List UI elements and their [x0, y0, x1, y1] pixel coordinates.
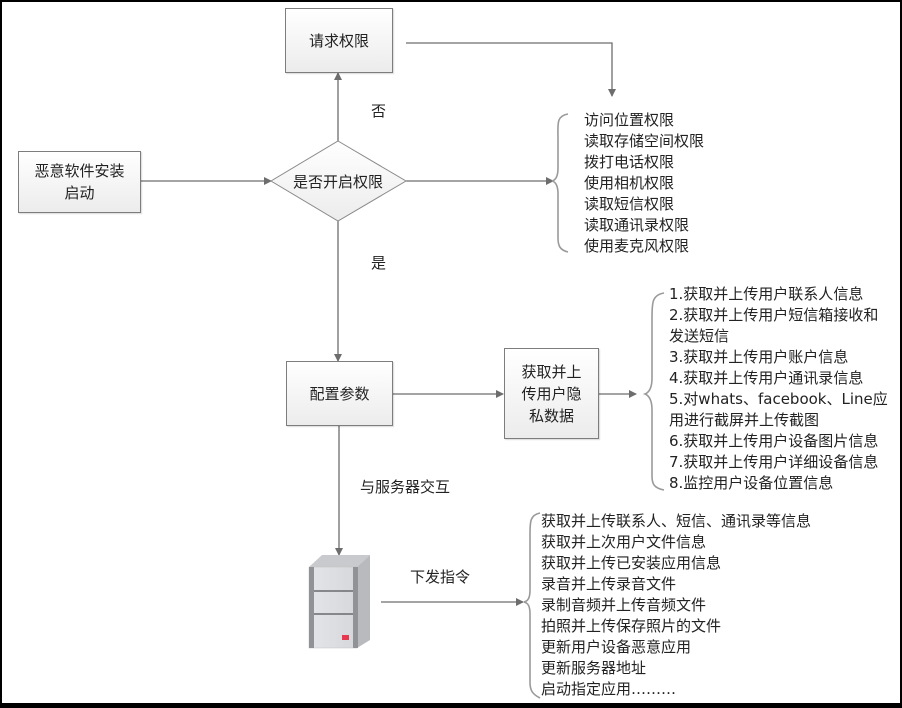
brace-commands — [523, 512, 541, 699]
server-led — [342, 635, 349, 640]
list-item: 1.获取并上传用户联系人信息 — [669, 285, 864, 303]
server-icon — [308, 555, 370, 649]
start-node: 恶意软件安装启动 — [18, 151, 141, 213]
list-item: 拨打电话权限 — [584, 153, 675, 171]
list-item: 7.获取并上传用户详细设备信息 — [669, 453, 879, 471]
private-data-list: 1.获取并上传用户联系人信息 2.获取并上传用户短信箱接收和 发送短信 3.获取… — [669, 284, 888, 494]
start-node-line1: 恶意软件安装 — [34, 162, 125, 180]
edge-label-issue-command: 下发指令 — [410, 568, 471, 586]
brace-private-data — [642, 292, 665, 491]
configure-node: 配置参数 — [286, 361, 393, 426]
list-item: 录音并上传录音文件 — [541, 575, 677, 593]
decision-diamond — [270, 140, 407, 222]
command-list: 获取并上传联系人、短信、通讯录等信息 获取并上次用户文件信息 获取并上传已安装应… — [541, 511, 811, 700]
list-item: 3.获取并上传用户账户信息 — [669, 348, 849, 366]
list-item: 获取并上次用户文件信息 — [541, 533, 707, 551]
list-item: 5.对whats、facebook、Line应 — [669, 390, 888, 408]
upload-private-line1: 获取并上 — [521, 362, 582, 381]
request-permission-label: 请求权限 — [308, 31, 369, 50]
list-item: 拍照并上传保存照片的文件 — [541, 617, 722, 635]
permissions-list: 访问位置权限 读取存储空间权限 拨打电话权限 使用相机权限 读取短信权限 读取通… — [584, 110, 704, 257]
list-item: 4.获取并上传用户通讯录信息 — [669, 369, 864, 387]
configure-label: 配置参数 — [309, 384, 370, 403]
list-item: 读取通讯录权限 — [584, 216, 690, 234]
list-item: 访问位置权限 — [584, 111, 675, 129]
list-item: 获取并上传联系人、短信、通讯录等信息 — [541, 512, 812, 530]
upload-private-node: 获取并上 传用户隐 私数据 — [504, 348, 599, 439]
list-item: 录制音频并上传音频文件 — [541, 596, 707, 614]
list-item: 更新服务器地址 — [541, 659, 647, 677]
upload-private-line2: 传用户隐 — [521, 384, 582, 403]
list-item: 读取存储空间权限 — [584, 132, 705, 150]
decision-label: 是否开启权限 — [292, 173, 383, 191]
list-item: 2.获取并上传用户短信箱接收和 — [669, 306, 879, 324]
list-item: 获取并上传已安装应用信息 — [541, 554, 722, 572]
list-item: 使用相机权限 — [584, 174, 675, 192]
list-item: 更新用户设备恶意应用 — [541, 638, 692, 656]
list-item: 发送短信 — [669, 327, 730, 345]
upload-private-line3: 私数据 — [528, 406, 574, 425]
list-item: 6.获取并上传用户设备图片信息 — [669, 432, 879, 450]
edge-label-server-interaction: 与服务器交互 — [360, 478, 451, 496]
list-item: 8.监控用户设备位置信息 — [669, 474, 834, 492]
request-permission-node: 请求权限 — [285, 8, 393, 73]
start-node-line2: 启动 — [64, 184, 95, 202]
edge-label-no: 否 — [371, 102, 387, 120]
list-item: 用进行截屏并上传截图 — [669, 411, 820, 429]
edge-label-yes: 是 — [371, 254, 387, 272]
arrow-request-to-permissions — [406, 42, 616, 97]
list-item: 启动指定应用……… — [541, 680, 677, 698]
list-item: 使用麦克风权限 — [584, 237, 690, 255]
brace-permissions — [551, 113, 569, 253]
list-item: 读取短信权限 — [584, 195, 675, 213]
